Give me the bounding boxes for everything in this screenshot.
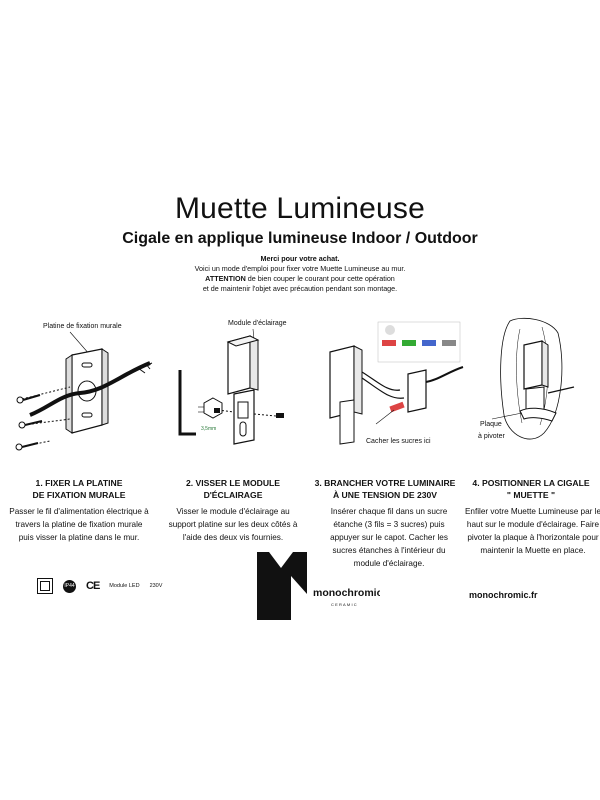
step-1-body: Passer le fil d'alimentation électrique …: [9, 507, 149, 542]
step-3-body: Insérer chaque fil dans un sucre étanche…: [330, 507, 448, 568]
step-4-title-line1: 4. POSITIONNER LA CIGALE: [472, 478, 590, 488]
intro-line-1: Voici un mode d'emploi pour fixer votre …: [194, 264, 406, 273]
module-led-text: Module LED: [109, 583, 140, 589]
fig1-label: Platine de fixation murale: [43, 323, 122, 330]
ce-mark-icon: CE: [86, 580, 100, 592]
figure-wiring: Cacher les sucres ici: [318, 312, 468, 452]
intro-line-2: ATTENTION de bien couper le courant pour…: [0, 274, 600, 284]
brand-url: monochromic.fr: [469, 590, 538, 600]
step-4-title-line2: " MUETTE ": [506, 490, 556, 500]
double-insulation-icon: [37, 578, 53, 594]
fig2-label: Module d'éclairage: [228, 320, 287, 327]
step-1-title: 1. FIXER LA PLATINE DE FIXATION MURALE: [8, 477, 150, 501]
attention-word: ATTENTION: [205, 274, 246, 283]
fig4-label-1: Plaque: [480, 421, 502, 428]
fig3-label: Cacher les sucres ici: [366, 438, 431, 445]
intro-line-3: et de maintenir l'objet avec précaution …: [202, 284, 398, 293]
step-3-title-line2: À UNE TENSION DE 230V: [332, 490, 438, 500]
fig4-label-2: à pivoter: [478, 433, 506, 440]
page-subtitle: Cigale en applique lumineuse Indoor / Ou…: [122, 230, 478, 247]
step-3-title: 3. BRANCHER VOTRE LUMINAIRE À UNE TENSIO…: [314, 477, 456, 501]
certification-icons: IP44 CE Module LED 230V: [37, 577, 162, 595]
step-3-title-line1: 3. BRANCHER VOTRE LUMINAIRE: [314, 478, 456, 488]
hex-size-label: 3,5mm: [201, 426, 216, 432]
step-4-body: Enfiler votre Muette Lumineuse par le ha…: [464, 507, 600, 555]
page-title: Muette Lumineuse: [174, 192, 425, 225]
intro-line-2-rest: de bien couper le courant pour cette opé…: [245, 274, 395, 283]
brand-name: monochromic: [313, 587, 380, 599]
figure-cicada-mounted: Plaque à pivoter: [470, 315, 595, 450]
intro-text: Merci pour votre achat. Voici un mode d'…: [0, 254, 600, 294]
ip-rating-icon: IP44: [63, 579, 76, 593]
voltage-text: 230V: [149, 583, 163, 589]
monochromic-logo: monochromic CERAMIC: [255, 550, 383, 627]
figure-lighting-module: Module d'éclairage 3,5mm: [158, 312, 308, 452]
brand-subtitle: CERAMIC: [331, 602, 358, 607]
step-1-title-line1: 1. FIXER LA PLATINE: [35, 478, 123, 488]
intro-thanks: Merci pour votre achat.: [260, 254, 340, 263]
figure-wall-plate: Platine de fixation murale: [10, 315, 155, 455]
step-2-body: Visser le module d'éclairage au support …: [168, 507, 298, 542]
step-1-title-line2: DE FIXATION MURALE: [32, 490, 126, 500]
step-4-title: 4. POSITIONNER LA CIGALE " MUETTE ": [460, 477, 600, 501]
step-2-title-line1: 2. VISSER LE MODULE D'ÉCLAIRAGE: [185, 478, 281, 500]
step-2-title: 2. VISSER LE MODULE D'ÉCLAIRAGE: [162, 477, 304, 501]
